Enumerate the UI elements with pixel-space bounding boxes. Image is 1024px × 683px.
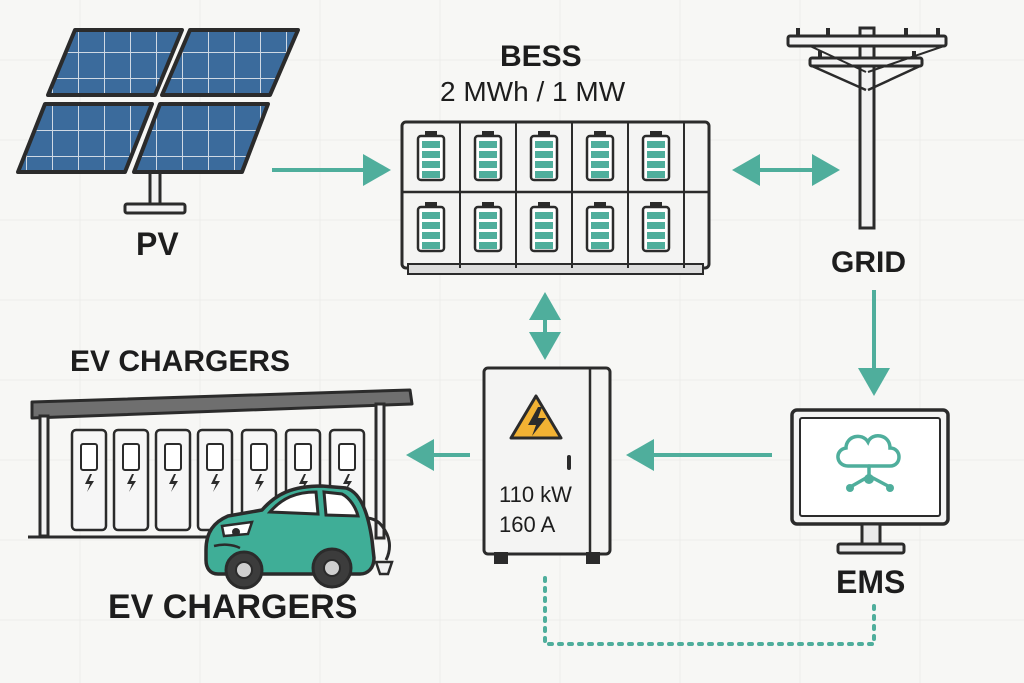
electric-car-icon [204, 484, 394, 590]
monitor-icon [790, 408, 950, 555]
ev-chargers-top-label: EV CHARGERS [70, 345, 291, 378]
bess-title: BESS [500, 40, 582, 73]
ev-chargers-bottom-label: EV CHARGERS [108, 588, 358, 626]
bess-battery-modules [416, 131, 671, 253]
battery-icon [641, 202, 671, 253]
high-voltage-warning-icon [509, 394, 563, 440]
grid-label: GRID [831, 246, 906, 279]
battery-icon [473, 202, 503, 253]
ems-label: EMS [836, 564, 906, 600]
battery-icon [641, 131, 671, 182]
battery-icon [416, 202, 446, 253]
charging-station-icon [154, 428, 192, 532]
battery-icon [585, 131, 615, 182]
energy-flow-arrows [272, 154, 890, 471]
bess-spec: 2 MWh / 1 MW [440, 76, 626, 107]
battery-icon [529, 131, 559, 182]
power-pole-icon [786, 26, 948, 230]
charging-station-icon [112, 428, 150, 532]
pv-label: PV [136, 226, 179, 262]
battery-icon [473, 131, 503, 182]
battery-icon [529, 202, 559, 253]
cabinet-current: 160 A [499, 512, 556, 537]
battery-icon [416, 131, 446, 182]
battery-icon [585, 202, 615, 253]
communication-link-dotted [543, 576, 876, 646]
charging-station-icon [70, 428, 108, 532]
electrical-cabinet [482, 366, 612, 564]
cabinet-power: 110 kW [499, 482, 572, 507]
bess-cabinet [400, 120, 711, 275]
solar-panel-icon [16, 28, 300, 215]
